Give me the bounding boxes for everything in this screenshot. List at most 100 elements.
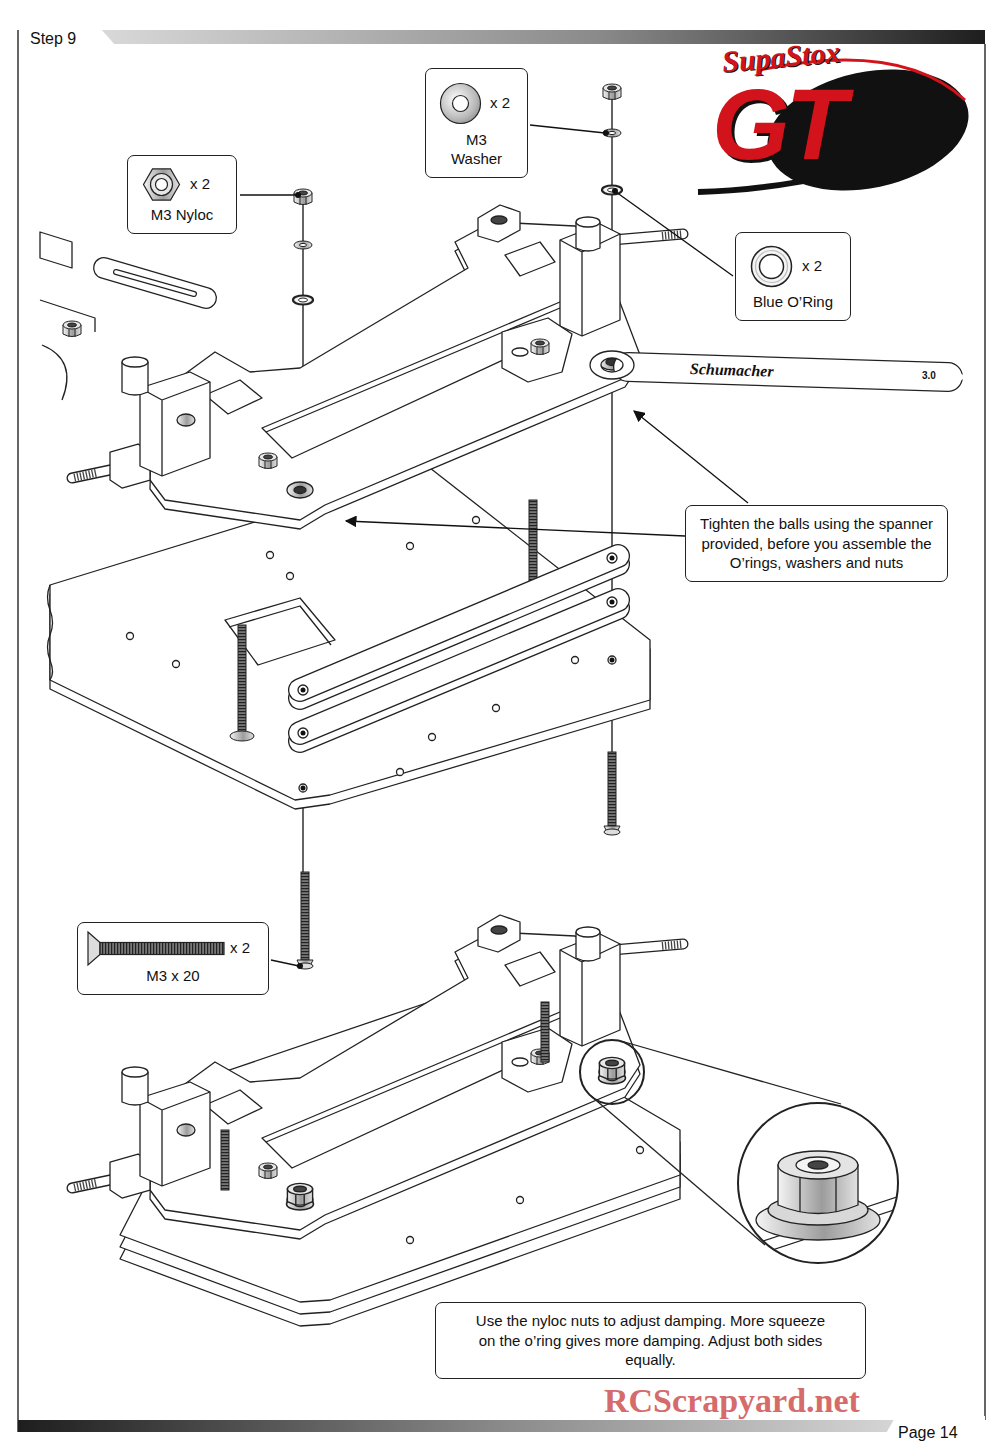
chassis-plate — [267, 552, 274, 559]
spanner-tool — [628, 367, 948, 377]
axis-point — [301, 688, 306, 693]
page-frame — [18, 28, 985, 1447]
leader-line — [271, 960, 299, 966]
instruction-note: Use the nyloc nuts to adjust damping. Mo… — [435, 1302, 866, 1379]
axis-point — [610, 600, 615, 605]
callout-row: x 2 — [86, 931, 260, 965]
axis-point — [610, 658, 615, 663]
threaded-screw — [230, 731, 254, 741]
exploded-fasteners — [293, 84, 622, 305]
chassis-plate — [48, 585, 53, 680]
link-bar — [607, 553, 617, 563]
logo-swoosh — [698, 52, 980, 208]
part-name: M3 x 20 — [93, 967, 253, 986]
assembled-chassis — [517, 1197, 524, 1204]
chassis-plate — [173, 661, 180, 668]
icon-slot — [434, 77, 486, 129]
magnifier-detail — [580, 1040, 644, 1104]
link-bar — [300, 556, 618, 690]
assembled-fasteners — [287, 1183, 312, 1205]
instruction-note: Tighten the balls using the spanner prov… — [685, 505, 948, 582]
steering-parts — [40, 300, 95, 332]
magnifier-detail — [796, 1157, 840, 1173]
chassis-plate — [287, 573, 294, 580]
assembled-suspension — [72, 915, 683, 1239]
magnifier-detail — [778, 1151, 858, 1179]
chassis-plate — [50, 468, 650, 800]
part-icon — [156, 179, 168, 191]
steering-parts — [104, 268, 206, 298]
chassis-plate — [473, 517, 480, 524]
part-icon — [441, 84, 481, 124]
spanner-brand: Schumacher — [690, 360, 774, 381]
part-icon — [756, 251, 788, 283]
watermark: RCScrapyard.net — [604, 1384, 860, 1418]
quantity: x 2 — [230, 939, 250, 958]
countersunk-screw — [604, 829, 620, 835]
quantity: x 2 — [190, 175, 210, 194]
exploded-fasteners — [603, 129, 621, 137]
leader-line — [240, 194, 297, 195]
leader-line — [530, 125, 605, 133]
callout-row: x 2 — [434, 77, 519, 129]
part-name: M3 Nyloc — [136, 206, 228, 225]
link-bar — [608, 656, 616, 664]
assembled-fasteners — [221, 1130, 229, 1190]
countersunk-screw — [301, 872, 309, 960]
magnifier-detail — [738, 1103, 898, 1263]
magnifier-detail — [808, 1161, 828, 1169]
quantity: x 2 — [490, 94, 510, 113]
exploded-fasteners — [293, 296, 313, 305]
link-bar — [300, 556, 618, 690]
chassis-plate — [397, 769, 404, 776]
exploded-fasteners — [603, 84, 621, 100]
link-bar — [299, 784, 307, 792]
axis-point — [301, 556, 615, 791]
front-suspension-assembly — [72, 205, 683, 529]
chassis-plate — [429, 734, 436, 741]
threaded-screw — [238, 625, 246, 733]
part-icon — [752, 247, 792, 287]
leader-line — [616, 192, 733, 276]
logo-script: SupaStox — [721, 35, 842, 79]
link-bar — [607, 597, 617, 607]
note-text: Use the nyloc nuts to adjust damping. Mo… — [468, 1311, 833, 1370]
part-callout: x 2Blue O’Ring — [735, 232, 851, 321]
callout-row: x 2 — [744, 241, 842, 291]
chassis-plate — [48, 468, 651, 809]
leader-dot — [603, 130, 609, 136]
leader-line — [634, 411, 748, 503]
step-heading: Step 9 — [30, 30, 76, 48]
exploded-fasteners — [294, 189, 312, 205]
chassis-plate — [127, 633, 134, 640]
part-callout: x 2 M3 Nyloc — [127, 155, 237, 234]
part-icon — [88, 932, 100, 965]
quantity: x 2 — [802, 257, 822, 276]
link-bar — [298, 553, 618, 792]
part-icon — [453, 96, 469, 112]
axis-point — [610, 556, 615, 561]
assembled-chassis — [637, 1147, 644, 1154]
part-icon — [144, 169, 180, 200]
leader-dot — [612, 188, 618, 194]
callout-row: x 2 — [136, 164, 228, 204]
steering-parts — [116, 272, 194, 294]
leader-line — [240, 125, 748, 966]
steering-parts — [116, 272, 194, 294]
part-icon — [100, 943, 224, 955]
part-icon — [151, 174, 173, 196]
magnifier-detail — [621, 1041, 841, 1104]
exploded-fasteners — [294, 241, 312, 249]
spanner-tool — [628, 367, 948, 377]
part-name: M3 Washer — [441, 131, 513, 169]
part-callout: x 2 M3 Washer — [425, 68, 528, 178]
steering-parts — [104, 268, 206, 298]
assembled-fasteners — [541, 1002, 549, 1062]
steering-parts — [40, 232, 72, 268]
steering-parts — [63, 321, 81, 337]
assembled-suspension — [72, 915, 683, 1239]
leader-dot — [295, 130, 618, 969]
